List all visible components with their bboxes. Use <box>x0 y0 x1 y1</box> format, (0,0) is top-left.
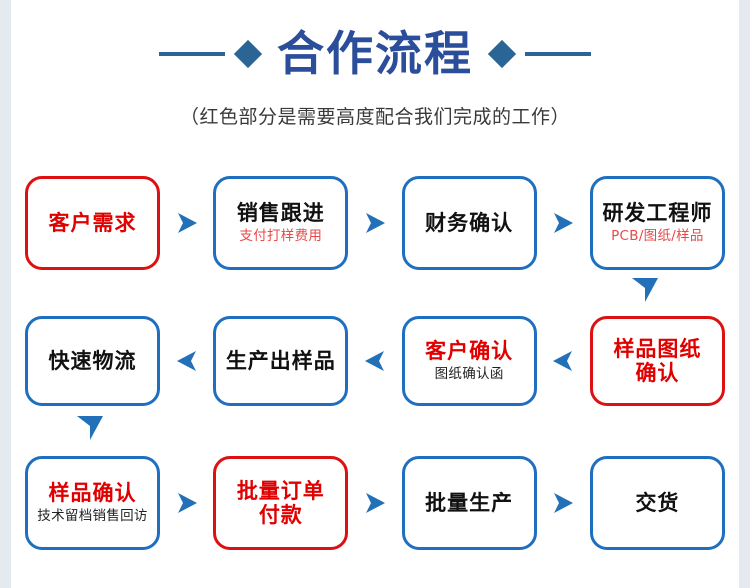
arrow-right-icon <box>548 208 578 238</box>
arrow-down-icon-row1-to-row2 <box>628 274 662 306</box>
flow-node-title: 批量生产 <box>425 490 514 515</box>
arrow-right-icon <box>360 208 390 238</box>
flow-node-title: 研发工程师 <box>602 201 713 226</box>
flow-row-2: 快速物流 生产出样品 客户确认 图纸确认函 样品图纸 确认 <box>25 316 725 406</box>
flow-node-fast-logistics[interactable]: 快速物流 <box>25 316 160 406</box>
arrow-right-icon <box>172 208 202 238</box>
flow-node-customer-demand[interactable]: 客户需求 <box>25 176 160 270</box>
flow-node-sample-confirm[interactable]: 样品确认 技术留档销售回访 <box>25 456 160 550</box>
flow-node-title: 交货 <box>635 490 680 515</box>
flow-node-title: 样品图纸 确认 <box>613 336 702 385</box>
arrow-right-icon <box>172 488 202 518</box>
arrow-left-icon <box>360 346 390 376</box>
flow-node-title: 客户需求 <box>48 210 137 235</box>
flow-node-title: 客户确认 <box>425 339 514 364</box>
flow-node-subtitle: 支付打样费用 <box>239 228 323 245</box>
line-decoration-left <box>159 52 225 56</box>
diamond-icon-right <box>487 39 517 69</box>
flow-node-title: 销售跟进 <box>236 201 325 226</box>
flow-node-produce-sample[interactable]: 生产出样品 <box>213 316 349 406</box>
flow-row-3: 样品确认 技术留档销售回访 批量订单 付款 批量生产 交货 <box>25 456 725 550</box>
flowchart-canvas: 合作流程 （红色部分是需要高度配合我们完成的工作） 客户需求 销售跟进 支付打样… <box>11 0 739 588</box>
flow-node-subtitle: PCB/图纸/样品 <box>611 228 704 245</box>
flow-node-title: 样品确认 <box>48 481 137 506</box>
flow-node-title: 生产出样品 <box>225 348 336 373</box>
arrow-down-icon-row2-to-row3 <box>73 412 107 444</box>
page-subtitle: （红色部分是需要高度配合我们完成的工作） <box>179 106 570 128</box>
right-edge-strip <box>739 0 750 588</box>
line-decoration-right <box>525 52 591 56</box>
flow-node-title: 批量订单 付款 <box>236 478 325 527</box>
flow-node-finance-confirm[interactable]: 财务确认 <box>401 176 537 270</box>
flow-node-mass-production[interactable]: 批量生产 <box>401 456 537 550</box>
flow-node-sales-followup[interactable]: 销售跟进 支付打样费用 <box>213 176 349 270</box>
flow-node-sample-drawing-confirm[interactable]: 样品图纸 确认 <box>589 316 725 406</box>
flow-node-delivery[interactable]: 交货 <box>589 456 725 550</box>
page-header: 合作流程 （红色部分是需要高度配合我们完成的工作） <box>11 22 739 129</box>
flow-node-rd-engineer[interactable]: 研发工程师 PCB/图纸/样品 <box>589 176 725 270</box>
flow-node-title: 快速物流 <box>48 348 137 373</box>
arrow-left-icon <box>548 346 578 376</box>
flow-node-customer-confirm[interactable]: 客户确认 图纸确认函 <box>401 316 537 406</box>
page-title: 合作流程 <box>277 26 473 82</box>
left-edge-strip <box>0 0 11 588</box>
flow-node-subtitle: 图纸确认函 <box>434 366 504 383</box>
arrow-left-icon <box>172 346 202 376</box>
flow-node-subtitle: 技术留档销售回访 <box>37 508 148 525</box>
arrow-right-icon <box>360 488 390 518</box>
title-row: 合作流程 <box>11 22 739 86</box>
arrow-right-icon <box>548 488 578 518</box>
flow-node-bulk-order-payment[interactable]: 批量订单 付款 <box>213 456 349 550</box>
flow-node-title: 财务确认 <box>425 210 514 235</box>
flow-row-1: 客户需求 销售跟进 支付打样费用 财务确认 研发工程师 PCB/图纸/样品 <box>25 176 725 270</box>
diamond-icon-left <box>233 39 263 69</box>
